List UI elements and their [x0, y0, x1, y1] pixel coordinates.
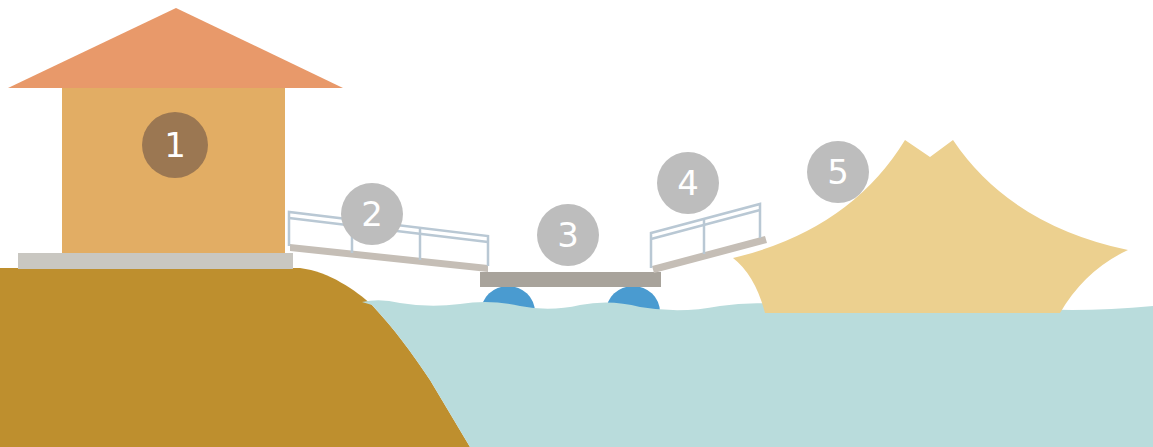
shore-land [0, 268, 470, 447]
pontoon-deck [480, 272, 661, 287]
boat [733, 140, 1128, 313]
house-foundation [18, 253, 293, 269]
callout-number: 2 [341, 183, 403, 245]
callout-number: 3 [537, 204, 599, 266]
water [362, 300, 1153, 447]
callout-number: 5 [807, 141, 869, 203]
house-body [62, 88, 285, 254]
callout-number: 4 [657, 152, 719, 214]
callout-number: 1 [142, 112, 208, 178]
house-roof [8, 8, 343, 88]
